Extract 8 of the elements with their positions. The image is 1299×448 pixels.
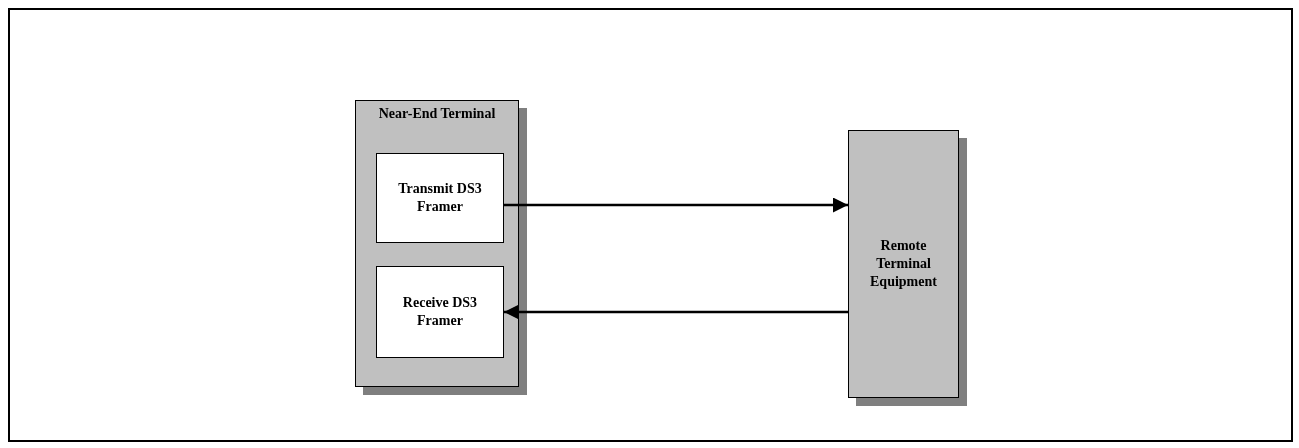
box-label: Remote Terminal Equipment — [869, 237, 938, 291]
group-heading: Near-End Terminal — [377, 105, 497, 123]
framer-box — [376, 153, 504, 243]
arrow — [504, 197, 848, 213]
framer-box — [376, 266, 504, 358]
arrow — [504, 304, 848, 320]
box-label: Transmit DS3 Framer — [397, 180, 483, 216]
box-label: Receive DS3 Framer — [401, 294, 479, 330]
